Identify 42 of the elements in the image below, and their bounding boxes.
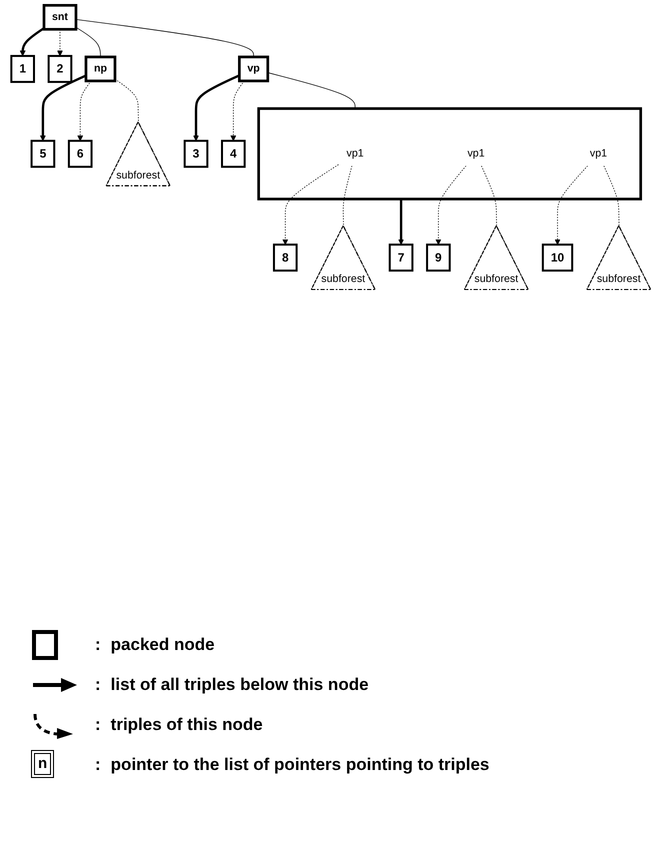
arrow <box>193 74 240 142</box>
connector <box>267 72 356 109</box>
legend-text: pointer to the list of pointers pointing to triples <box>110 755 490 775</box>
legend-text: list of all triples below this node <box>110 675 369 695</box>
node-box: 1 <box>10 54 35 83</box>
arrow <box>40 74 86 142</box>
arrow <box>435 165 466 245</box>
legend-separator: : <box>95 675 101 695</box>
node-box: 3 <box>184 140 208 168</box>
node-box: 4 <box>221 140 246 168</box>
node-box: 7 <box>388 244 414 272</box>
node-text: vp1 <box>346 148 364 160</box>
connector <box>342 165 352 226</box>
arrow <box>77 80 92 142</box>
arrow <box>282 164 339 245</box>
arrow <box>398 199 404 245</box>
connector <box>604 165 620 226</box>
connector <box>114 78 139 123</box>
cluster <box>257 107 642 200</box>
connector <box>76 26 101 58</box>
arrow <box>20 27 45 56</box>
node-box: 9 <box>426 244 451 272</box>
node-box: 8 <box>272 244 298 272</box>
node-box: np <box>84 56 116 82</box>
arrow <box>554 165 588 245</box>
node-box: 10 <box>542 244 574 272</box>
node-text: vp1 <box>590 148 608 160</box>
arrow <box>230 80 245 142</box>
legend-text: packed node <box>110 635 215 655</box>
node-box: 6 <box>68 140 93 168</box>
connector <box>481 165 497 226</box>
node-box: vp <box>238 56 270 82</box>
legend-text: triples of this node <box>110 715 263 735</box>
legend-separator: : <box>95 715 101 735</box>
node-text: vp1 <box>467 148 485 160</box>
legend-separator: : <box>95 755 101 775</box>
legend-separator: : <box>95 635 101 655</box>
node-box: 2 <box>48 54 72 83</box>
node-box: 5 <box>30 140 56 168</box>
node-box: snt <box>42 4 78 31</box>
connector <box>76 19 254 58</box>
pointer-box-symbol: n <box>31 750 54 778</box>
